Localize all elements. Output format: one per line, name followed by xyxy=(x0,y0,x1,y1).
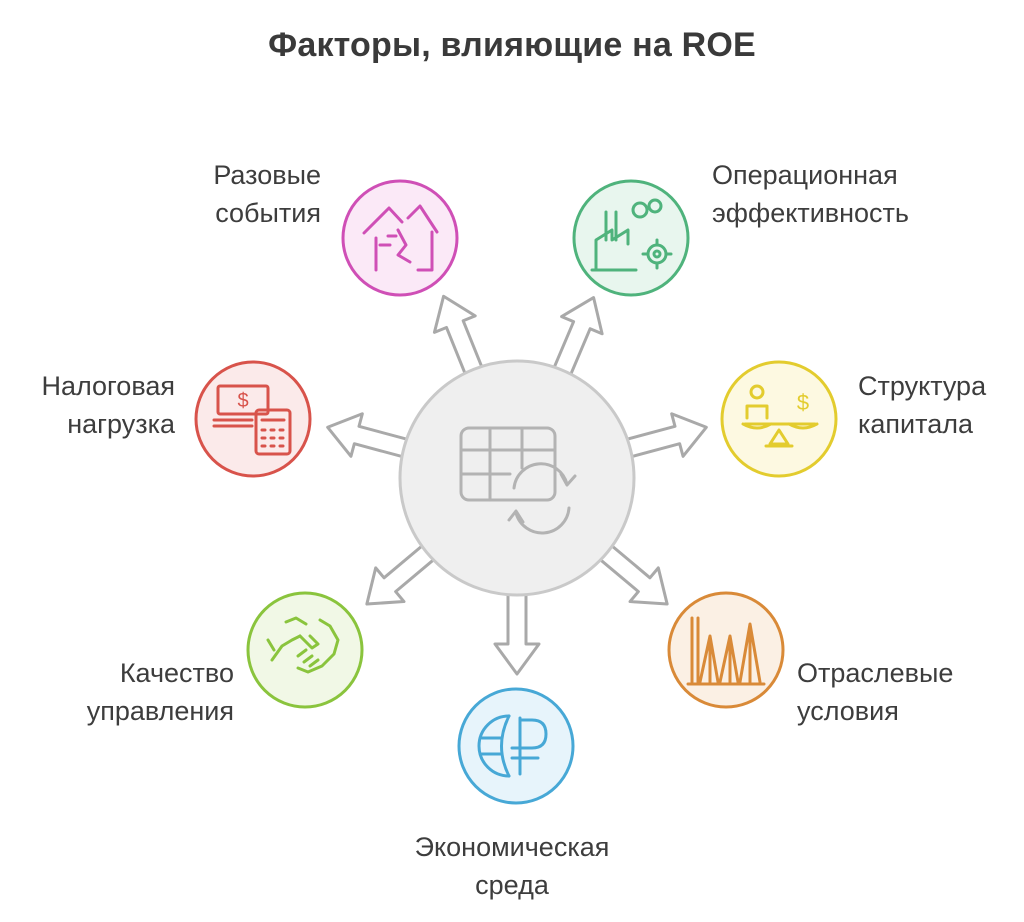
factor-gear-icon xyxy=(590,198,673,272)
spreadsheet-refresh-icon xyxy=(459,426,577,535)
label-industry-conditions: Отраслевые условия xyxy=(797,658,954,726)
hub xyxy=(398,359,636,597)
factor-circle-economic-environment xyxy=(457,687,575,805)
person-dollar-scale-icon: $ xyxy=(741,384,819,448)
label-capital-structure: Структура капитала xyxy=(858,371,987,439)
broken-house-icon xyxy=(362,204,439,272)
factor-circle-management-quality xyxy=(246,591,364,709)
svg-text:$: $ xyxy=(237,390,248,412)
factor-circle-tax-burden: $ xyxy=(194,360,312,478)
label-operational-efficiency: Операционная эффективность xyxy=(712,160,909,228)
factor-circle-industry-conditions xyxy=(667,591,785,709)
label-management-quality: Качество управления xyxy=(86,658,234,726)
factor-circle-operational-efficiency xyxy=(572,179,690,297)
handshake-icon xyxy=(266,616,340,674)
label-economic-environment: Экономическая среда xyxy=(414,832,610,900)
label-tax-burden: Налоговая нагрузка xyxy=(41,371,175,439)
factor-circle-capital-structure: $ xyxy=(720,360,838,478)
globe-ruble-icon xyxy=(477,714,548,778)
factory-chimneys-icon xyxy=(686,616,766,686)
money-calculator-icon: $ xyxy=(212,384,292,456)
svg-text:$: $ xyxy=(797,390,809,415)
diagram-title: Факторы, влияющие на ROE xyxy=(268,26,756,64)
label-one-time-events: Разовые события xyxy=(213,160,321,228)
factor-circle-one-time-events xyxy=(341,179,459,297)
